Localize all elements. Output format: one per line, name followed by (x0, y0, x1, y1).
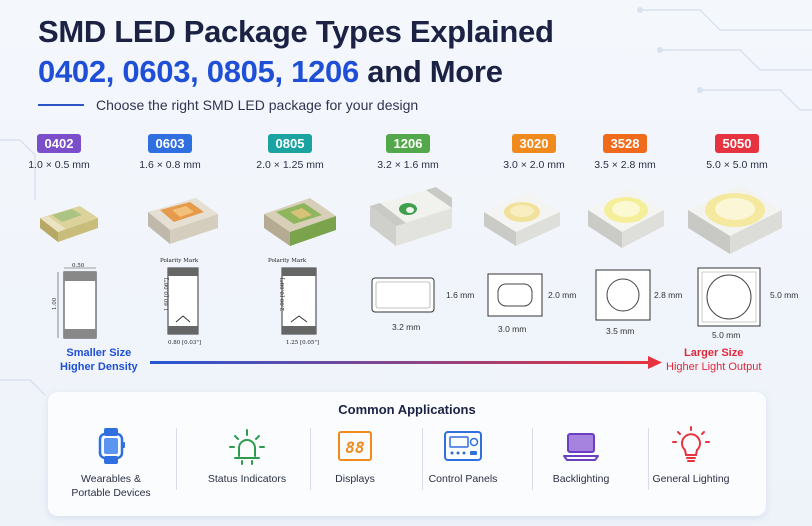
smaller-size-label: Smaller Size Higher Density (60, 346, 138, 374)
chip-0603-image (148, 198, 218, 244)
chip-1206-image (370, 187, 452, 246)
page-title-line2: 0402, 0603, 0805, 1206 and More (38, 54, 503, 90)
drawing-0603: Polarity Mark 1.60 [0.06"] 0.80 [0.03"] (160, 258, 201, 346)
divider (310, 428, 311, 490)
drawing-3020-height: 2.0 mm (548, 290, 577, 300)
app-backlighting: Backlighting (526, 426, 636, 486)
app-general-lighting-label: General Lighting (652, 473, 730, 485)
drawing-3020 (487, 273, 543, 317)
app-wearables: Wearables & Portable Devices (56, 426, 166, 500)
drawing-0603-height: 1.60 [0.06"] (164, 278, 170, 311)
drawing-5050 (697, 267, 761, 327)
laptop-icon (563, 433, 599, 461)
app-control-panels-label: Control Panels (428, 473, 498, 485)
package-5050: 5050 5.0 × 5.0 mm (687, 134, 787, 171)
package-3020: 3020 3.0 × 2.0 mm (484, 134, 584, 171)
package-dims-3020: 3.0 × 2.0 mm (503, 159, 565, 171)
divider (422, 428, 423, 490)
package-dims-5050: 5.0 × 5.0 mm (706, 159, 768, 171)
larger-size-label: Larger Size Higher Light Output (666, 346, 761, 374)
app-control-panels: Control Panels (408, 426, 518, 486)
subtitle-accent-line (38, 104, 84, 106)
title-suffix: and More (358, 54, 503, 89)
indicator-light-icon (229, 429, 265, 465)
seven-segment-display-icon: 88 (338, 431, 372, 461)
smartwatch-icon (98, 428, 125, 464)
chip-3528-image (588, 188, 664, 248)
app-wearables-label-line1: Wearables & (81, 473, 141, 485)
package-0805: 0805 2.0 × 1.25 mm (240, 134, 340, 171)
chip-3020-image (484, 192, 560, 246)
divider (176, 428, 177, 490)
drawing-5050-width: 5.0 mm (712, 330, 741, 340)
app-wearables-label: Wearables & Portable Devices (71, 472, 150, 500)
app-wearables-label-line2: Portable Devices (71, 487, 151, 499)
app-status-indicators: Status Indicators (192, 426, 302, 486)
app-backlighting-label: Backlighting (552, 473, 610, 485)
smaller-size-line1: Smaller Size (66, 347, 132, 359)
drawing-0805: Polarity Mark 2.00 [0.08"] 1.25 [0.05"] (268, 258, 319, 346)
package-dims-0603: 1.6 × 0.8 mm (139, 159, 201, 171)
drawing-0805-polarity: Polarity Mark (268, 258, 307, 264)
app-general-lighting: General Lighting (636, 426, 746, 486)
drawing-3528-width: 3.5 mm (606, 326, 635, 336)
package-dims-0805: 2.0 × 1.25 mm (256, 159, 324, 171)
size-gradient-arrow (150, 356, 662, 369)
app-displays-label: Displays (335, 473, 375, 485)
chip-0402-image (40, 206, 98, 242)
control-panel-icon (444, 431, 482, 461)
applications-title: Common Applications (338, 402, 476, 417)
drawing-1206-width: 3.2 mm (392, 322, 421, 332)
smaller-size-line2: Higher Density (60, 361, 138, 373)
drawing-5050-height: 5.0 mm (770, 290, 799, 300)
package-badge-5050: 5050 (715, 134, 759, 153)
drawing-0402: 0.50 1.00 (52, 263, 97, 339)
divider (532, 428, 533, 490)
subtitle: Choose the right SMD LED package for you… (96, 97, 419, 113)
drawing-1206-height: 1.6 mm (446, 290, 475, 300)
subtitle-row: Choose the right SMD LED package for you… (38, 97, 418, 113)
drawing-0402-width: 0.50 (72, 263, 85, 269)
package-dims-1206: 3.2 × 1.6 mm (377, 159, 439, 171)
package-badge-3020: 3020 (512, 134, 556, 153)
drawing-3020-width: 3.0 mm (498, 324, 527, 334)
package-dims-3528: 3.5 × 2.8 mm (594, 159, 656, 171)
drawing-0603-width: 0.80 [0.03"] (168, 340, 201, 346)
page-title: SMD LED Package Types Explained (38, 14, 554, 49)
package-1206: 1206 3.2 × 1.6 mm (358, 134, 458, 171)
package-badge-1206: 1206 (386, 134, 430, 153)
drawing-3528-height: 2.8 mm (654, 290, 683, 300)
package-dims-0402: 1.0 × 0.5 mm (28, 159, 90, 171)
package-list-highlight: 0402, 0603, 0805, 1206 (38, 54, 359, 89)
divider (648, 428, 649, 490)
drawing-1206 (371, 277, 435, 313)
package-badge-0603: 0603 (148, 134, 192, 153)
package-0603: 0603 1.6 × 0.8 mm (120, 134, 220, 171)
larger-size-line1: Larger Size (684, 347, 744, 359)
package-badge-0402: 0402 (37, 134, 81, 153)
package-badge-3528: 3528 (603, 134, 647, 153)
chip-5050-image (688, 184, 782, 254)
display-digits: 88 (345, 438, 364, 457)
light-bulb-icon (672, 426, 710, 462)
package-3528: 3528 3.5 × 2.8 mm (575, 134, 675, 171)
package-badge-0805: 0805 (268, 134, 312, 153)
larger-size-line2: Higher Light Output (666, 361, 762, 373)
app-status-indicators-label: Status Indicators (207, 473, 287, 485)
drawing-0402-height: 1.00 (52, 297, 58, 310)
drawing-0805-height: 2.00 [0.08"] (280, 278, 286, 311)
drawing-3528 (595, 269, 651, 321)
applications-panel: Common Applications Wearables & Portable… (48, 392, 766, 516)
chip-0805-image (264, 198, 336, 246)
drawing-0805-width: 1.25 [0.05"] (286, 340, 319, 346)
app-displays: 88 Displays (300, 426, 410, 486)
drawing-0603-polarity: Polarity Mark (160, 258, 199, 264)
package-0402: 0402 1.0 × 0.5 mm (9, 134, 109, 171)
